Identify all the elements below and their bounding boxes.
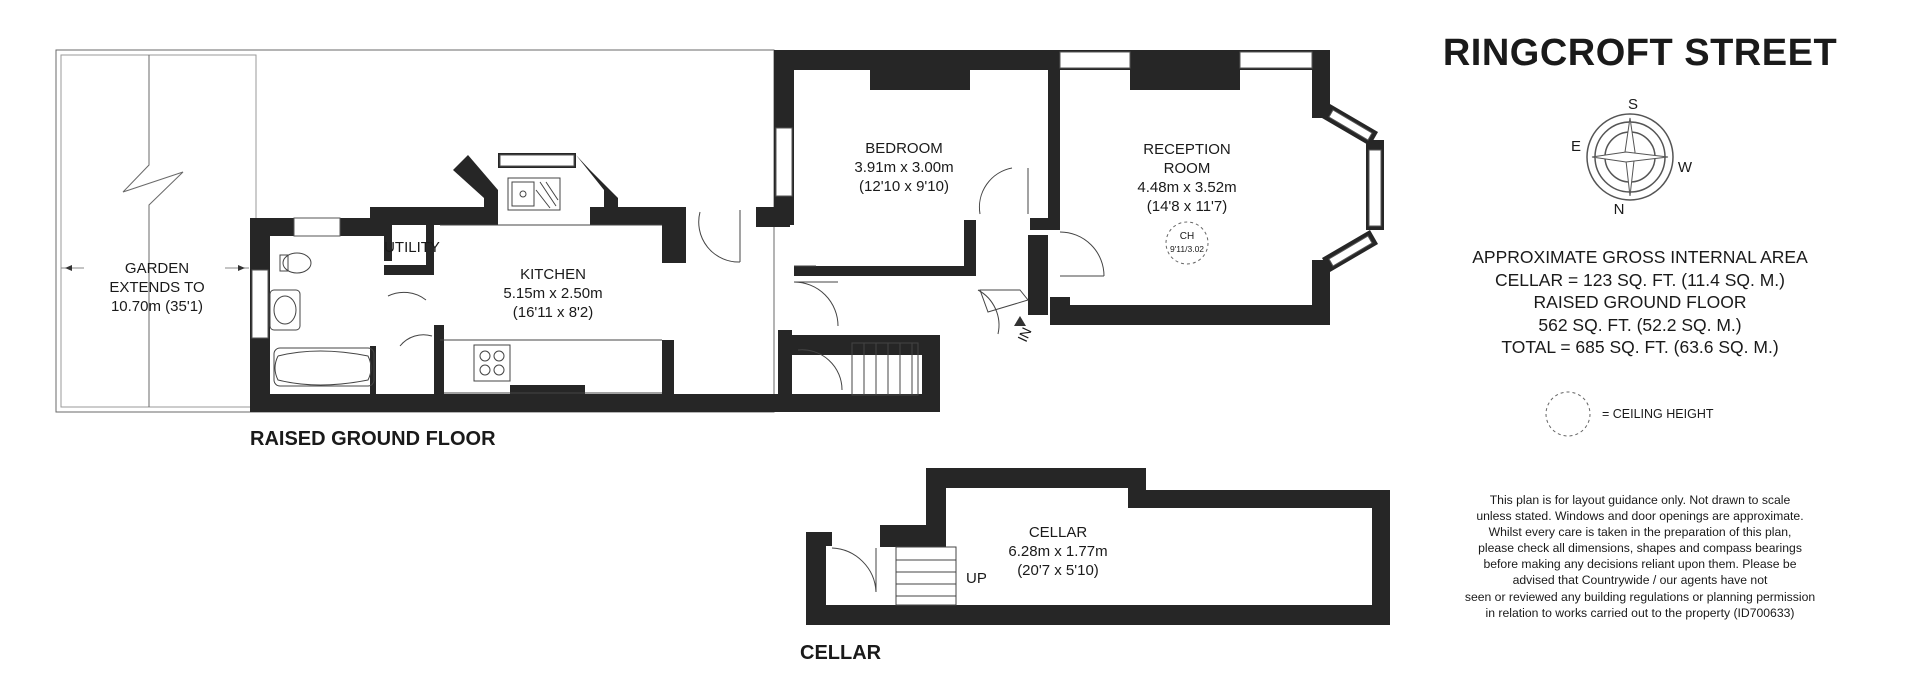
- reception-bay: [1322, 104, 1384, 272]
- disclaimer-line: Whilst every care is taken in the prepar…: [1488, 525, 1792, 540]
- cellar-metric: 6.28m x 1.77m: [1008, 543, 1107, 560]
- disclaimer-line: in relation to works carried out to the …: [1485, 605, 1795, 620]
- area-raised-floor: RAISED GROUND FLOOR: [1533, 292, 1747, 312]
- kitchen-name: KITCHEN: [520, 266, 586, 283]
- ceiling-height-legend-marker: [1545, 391, 1591, 437]
- disclaimer: This plan is for layout guidance only. N…: [1440, 492, 1840, 621]
- reception-metric: 4.48m x 3.52m: [1137, 179, 1236, 196]
- area-summary: APPROXIMATE GROSS INTERNAL AREA CELLAR =…: [1430, 246, 1850, 359]
- ceiling-height-marker: [1165, 221, 1209, 265]
- cellar-name: CELLAR: [1029, 524, 1088, 541]
- garden-name: GARDEN: [125, 260, 189, 277]
- ceiling-height-legend: = CEILING HEIGHT: [1602, 407, 1714, 421]
- floor-label-cellar: CELLAR: [800, 642, 882, 664]
- cellar-walls: [806, 468, 1390, 625]
- cellar-stairs-label: UP: [966, 570, 987, 587]
- ceiling-height-label: CH: [1180, 231, 1194, 242]
- bedroom-metric: 3.91m x 3.00m: [854, 159, 953, 176]
- reception-line2: ROOM: [1164, 160, 1211, 177]
- fixtures: [269, 167, 1105, 396]
- disclaimer-line: please check all dimensions, shapes and …: [1478, 541, 1802, 556]
- bedroom-imperial: (12'10 x 9'10): [859, 178, 949, 195]
- cellar-imperial: (20'7 x 5'10): [1017, 562, 1099, 579]
- area-total: TOTAL = 685 SQ. FT. (63.6 SQ. M.): [1501, 337, 1779, 357]
- compass-s: S: [1628, 96, 1638, 113]
- windows: [251, 51, 1313, 339]
- disclaimer-line: seen or reviewed any building regulation…: [1464, 589, 1816, 604]
- raised-floor-walls: [250, 50, 1330, 412]
- reception-name: RECEPTION: [1143, 141, 1231, 158]
- kitchen-metric: 5.15m x 2.50m: [503, 285, 602, 302]
- garden-size: 10.70m (35'1): [111, 298, 203, 315]
- floor-label-raised: RAISED GROUND FLOOR: [250, 428, 496, 450]
- garden-extends: EXTENDS TO: [109, 279, 204, 296]
- disclaimer-line: advised that Countrywide / our agents ha…: [1512, 573, 1768, 588]
- compass: S N E W: [1571, 96, 1693, 218]
- utility-name: UTILITY: [384, 239, 440, 256]
- disclaimer-line: This plan is for layout guidance only. N…: [1489, 493, 1791, 507]
- disclaimer-line: unless stated. Windows and door openings…: [1476, 509, 1804, 524]
- ceiling-height-value: 9'11/3.02: [1170, 244, 1204, 254]
- compass-n: N: [1614, 201, 1625, 218]
- disclaimer-line: before making any decisions reliant upon…: [1483, 557, 1797, 572]
- cellar-fixtures: [831, 546, 957, 606]
- area-cellar: CELLAR = 123 SQ. FT. (11.4 SQ. M.): [1495, 269, 1785, 290]
- page-title: RINGCROFT STREET: [1442, 32, 1838, 74]
- raised-floor-labels: UTILITY KITCHEN 5.15m x 2.50m (16'11 x 8…: [384, 140, 1237, 344]
- compass-w: W: [1678, 159, 1693, 176]
- compass-e: E: [1571, 138, 1581, 155]
- area-heading: APPROXIMATE GROSS INTERNAL AREA: [1472, 247, 1808, 267]
- kitchen-imperial: (16'11 x 8'2): [513, 304, 594, 321]
- reception-imperial: (14'8 x 11'7): [1147, 198, 1228, 215]
- entrance-label: IN: [1014, 325, 1034, 344]
- area-raised-value: 562 SQ. FT. (52.2 SQ. M.): [1538, 314, 1742, 335]
- cellar-labels: CELLAR 6.28m x 1.77m (20'7 x 5'10) UP: [966, 524, 1108, 587]
- bedroom-name: BEDROOM: [865, 140, 943, 157]
